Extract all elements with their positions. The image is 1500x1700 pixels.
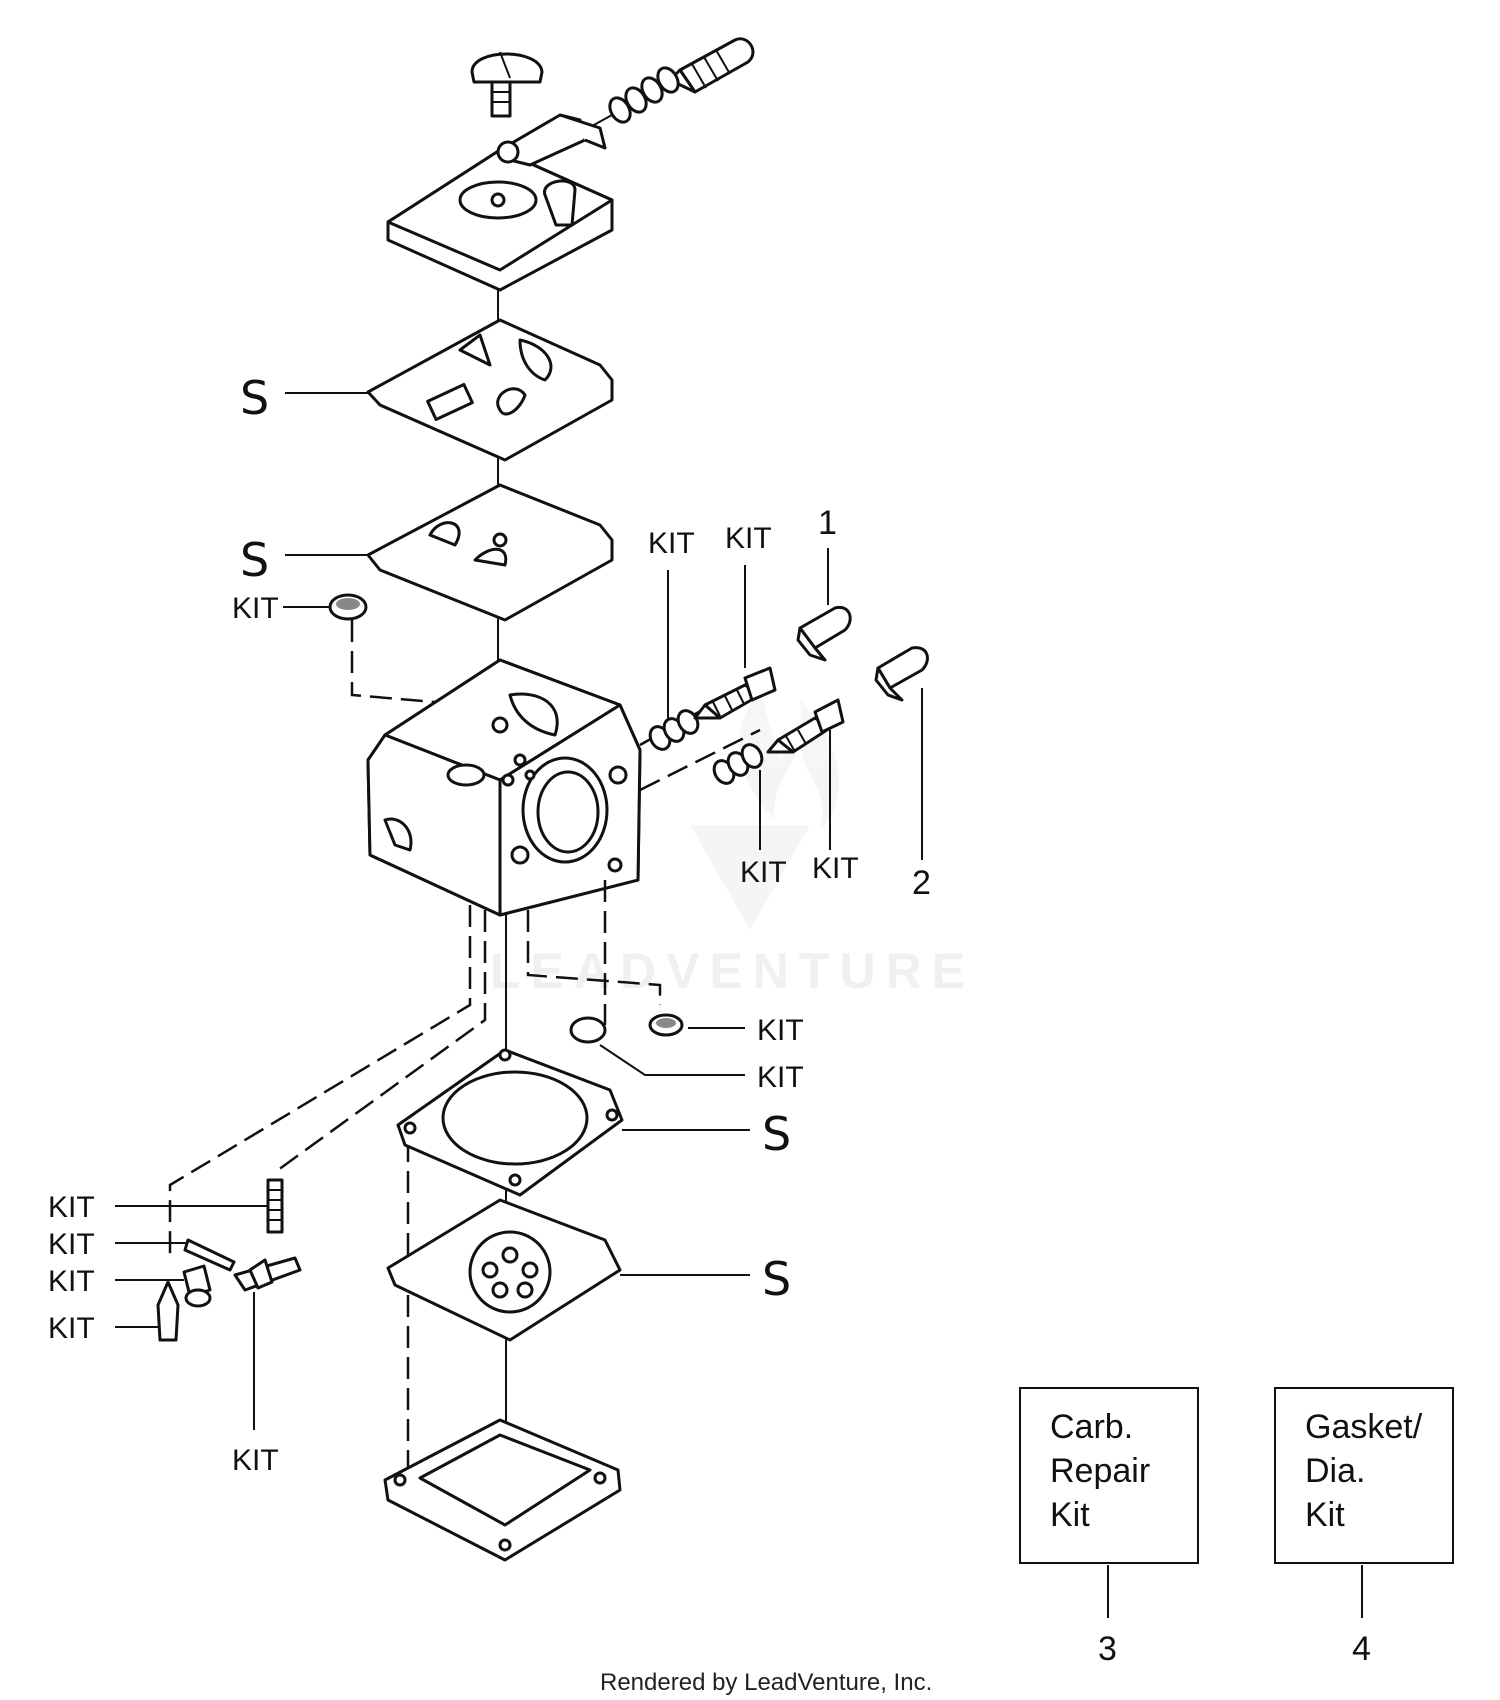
gasket-dia-kit-box: Gasket/ Dia. Kit xyxy=(1274,1387,1454,1564)
s-label-3: S xyxy=(762,1107,791,1161)
kit-label-lever-screw: KIT xyxy=(48,1265,95,1298)
s-label-2: S xyxy=(240,533,269,587)
kit-label-needle-lower: KIT xyxy=(812,852,859,885)
needle-lower xyxy=(766,698,845,754)
needle-spring-lower xyxy=(712,743,764,785)
carb-repair-kit-box: Carb. Repair Kit xyxy=(1019,1387,1199,1564)
metering-gasket xyxy=(396,1048,624,1197)
cover-screw xyxy=(470,51,544,118)
adjust-lever xyxy=(496,113,607,167)
metering-spring xyxy=(266,1178,284,1234)
lever-leader xyxy=(591,114,613,127)
part-3-label: 3 xyxy=(1098,1630,1117,1668)
pump-gasket xyxy=(366,318,614,462)
gasket-dia-kit-line-2: Dia. xyxy=(1305,1452,1365,1490)
inlet-needle xyxy=(156,1280,180,1342)
s-label-1: S xyxy=(240,371,269,425)
dash-to-needle xyxy=(168,905,472,1260)
metering-cover xyxy=(383,1418,622,1562)
fuel-screen xyxy=(648,1013,684,1037)
kit-leader-welch-plug xyxy=(599,1044,745,1076)
carb-repair-kit-line-3: Kit xyxy=(1050,1496,1090,1534)
footer-credit: Rendered by LeadVenture, Inc. xyxy=(600,1669,932,1696)
gasket-dia-kit-line-1: Gasket/ xyxy=(1305,1408,1423,1446)
kit-label-fuel-screen: KIT xyxy=(757,1014,804,1047)
kit-label-spring-upper: KIT xyxy=(648,527,695,560)
part-1-label: 1 xyxy=(818,504,837,542)
kit-label-metering-lever: KIT xyxy=(232,1444,279,1477)
carburetor-body xyxy=(366,658,642,917)
pump-cover xyxy=(386,148,614,292)
dash-to-screen xyxy=(526,910,662,1005)
limiter-cap-1 xyxy=(796,605,852,662)
carb-repair-kit-line-1: Carb. xyxy=(1050,1408,1133,1446)
needle-dash-1 xyxy=(639,728,761,792)
kit-label-metering-spring: KIT xyxy=(48,1191,95,1224)
needle-spring-top xyxy=(608,66,680,124)
lever-screw xyxy=(182,1264,212,1308)
dash-to-spring xyxy=(277,910,487,1172)
carb-repair-kit-line-2: Repair xyxy=(1050,1452,1150,1490)
metering-lever xyxy=(233,1256,302,1292)
kit-label-screen: KIT xyxy=(232,592,279,625)
welch-plug xyxy=(569,1016,607,1044)
s-label-4: S xyxy=(762,1252,791,1306)
lever-pin xyxy=(183,1238,236,1272)
watermark-text: LEADVENTURE xyxy=(490,943,975,999)
kit-label-inlet-needle: KIT xyxy=(48,1312,95,1345)
metering-diaphragm xyxy=(386,1198,622,1342)
limiter-cap-2 xyxy=(874,646,929,702)
kit-label-welch-plug: KIT xyxy=(757,1061,804,1094)
inlet-screen xyxy=(328,593,368,621)
kit-label-needle-upper: KIT xyxy=(725,522,772,555)
kit-label-lever-pin: KIT xyxy=(48,1228,95,1261)
part-2-label: 2 xyxy=(912,864,931,902)
needle-screw-top xyxy=(668,37,755,94)
gasket-dia-kit-line-3: Kit xyxy=(1305,1496,1345,1534)
pump-diaphragm xyxy=(366,483,614,622)
kit-label-spring-lower: KIT xyxy=(740,856,787,889)
needle-spring-upper xyxy=(648,709,700,751)
part-4-label: 4 xyxy=(1352,1630,1371,1668)
needle-upper xyxy=(693,666,777,720)
